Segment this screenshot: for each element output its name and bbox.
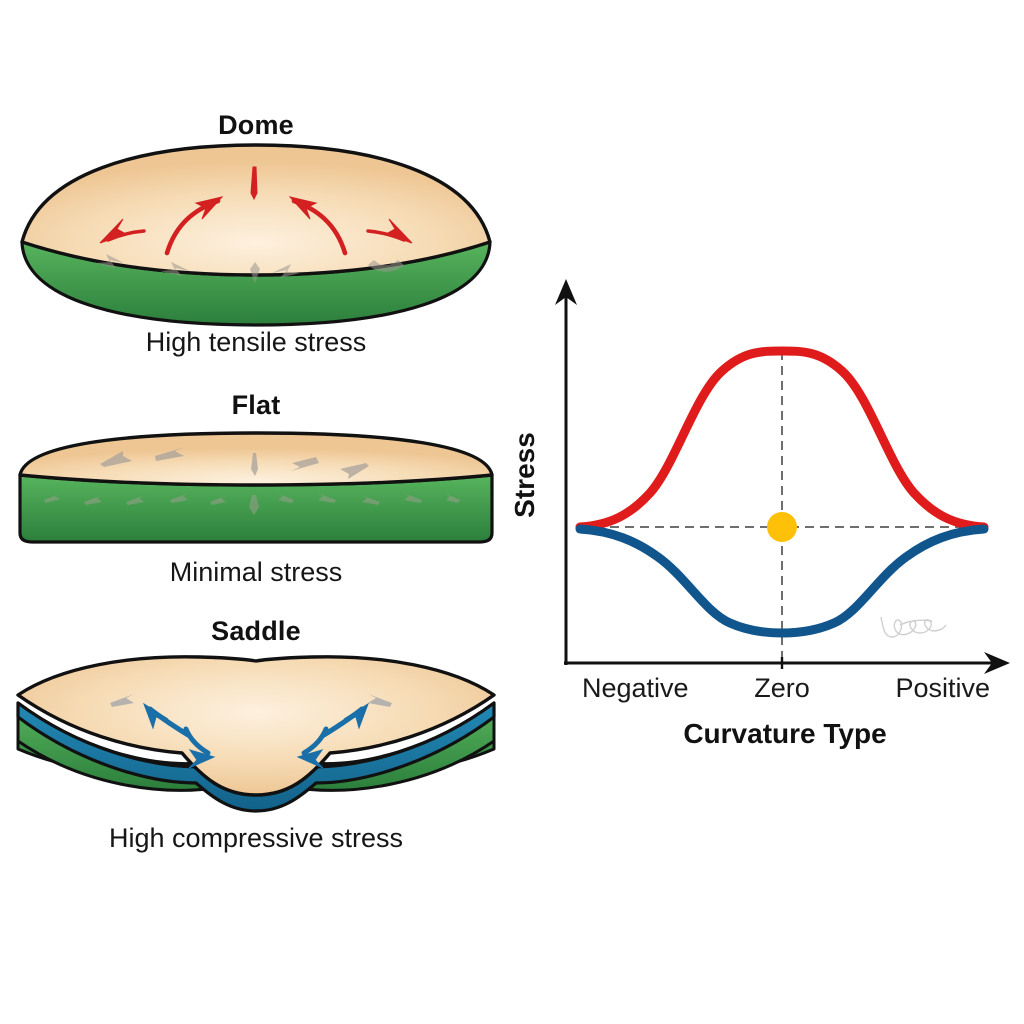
saddle-illustration — [16, 655, 496, 813]
panel-flat-art — [0, 419, 512, 559]
saddle-upper-layer — [16, 655, 496, 797]
dome-upper-layer — [20, 143, 492, 277]
panel-dome-title: Dome — [218, 110, 294, 140]
x-axis-title: Curvature Type — [683, 718, 886, 749]
tensile-stress-curve — [575, 346, 989, 532]
flat-illustration — [18, 431, 494, 544]
x-axis-arrowhead — [984, 652, 1010, 674]
panel-flat-title: Flat — [231, 390, 281, 420]
flat-top-arrows — [100, 447, 369, 479]
dome-illustration — [20, 143, 492, 327]
panel-dome: Dome — [0, 112, 512, 356]
dome-underside-arrows — [96, 254, 404, 283]
saddle-compressive-arrows — [143, 702, 369, 769]
panel-saddle-title: Saddle — [211, 616, 301, 646]
flat-bottom-arrows — [44, 493, 460, 515]
compressive-stress-curve — [575, 524, 989, 638]
panel-flat-caption: Minimal stress — [169, 557, 343, 587]
saddle-grey-arrows — [110, 694, 392, 707]
x-axis — [564, 652, 1010, 674]
signature-watermark — [880, 616, 947, 638]
x-tick-label-positive: Positive — [895, 673, 990, 703]
y-axis-title: Stress — [509, 432, 540, 518]
y-axis — [555, 279, 577, 665]
panel-saddle-caption: High compressive stress — [108, 823, 404, 853]
stress-curvature-chart: Negative Zero Positive Curvature Type St… — [500, 265, 1024, 775]
dome-tensile-arrows — [99, 166, 413, 256]
panel-dome-caption: High tensile stress — [145, 327, 367, 357]
panel-saddle-art — [0, 645, 512, 825]
panel-flat: Flat — [0, 392, 512, 586]
panel-saddle: Saddle — [0, 618, 512, 852]
x-tick-label-negative: Negative — [582, 673, 689, 703]
panel-dome-art — [0, 139, 512, 329]
chart-svg: Negative Zero Positive Curvature Type St… — [509, 279, 1010, 749]
origin-marker-dot[interactable] — [767, 512, 797, 542]
x-tick-label-zero: Zero — [754, 673, 810, 703]
y-axis-arrowhead — [555, 279, 577, 305]
